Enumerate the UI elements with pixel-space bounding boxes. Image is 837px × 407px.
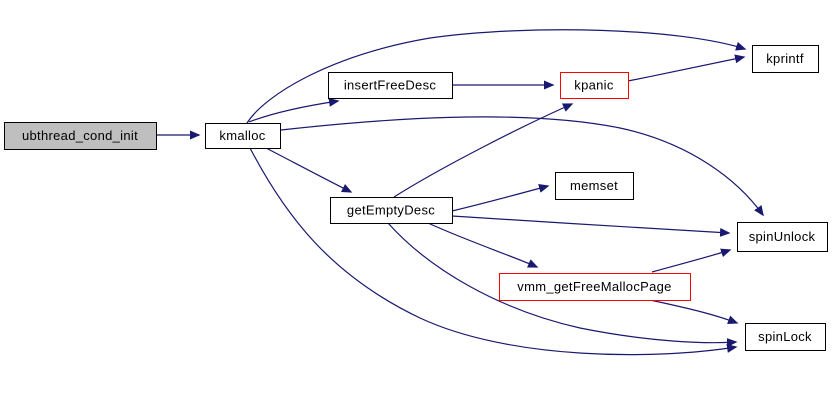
node-kpanic[interactable]: kpanic — [560, 72, 629, 99]
node-box-spinUnlock[interactable] — [737, 222, 828, 252]
node-label-getEmptyDesc: getEmptyDesc — [347, 203, 435, 218]
node-label-insertFreeDesc: insertFreeDesc — [344, 78, 437, 93]
edge-kmalloc-to-spinLock — [249, 147, 738, 356]
node-vmm_getFreeMallocPage[interactable]: vmm_getFreeMallocPage — [499, 273, 691, 301]
node-insertFreeDesc[interactable]: insertFreeDesc — [328, 72, 453, 99]
node-box-spinLock[interactable] — [745, 323, 826, 351]
node-label-ubthread_cond_init: ubthread_cond_init — [22, 128, 138, 143]
node-label-spinUnlock: spinUnlock — [749, 229, 816, 244]
node-box-vmm_getFreeMallocPage[interactable] — [499, 273, 691, 301]
edge-kmalloc-to-spinUnlock — [280, 116, 764, 217]
edge-getEmptyDesc-to-kpanic — [393, 103, 574, 198]
node-kprintf[interactable]: kprintf — [752, 45, 819, 73]
node-ubthread_cond_init[interactable]: ubthread_cond_init — [4, 122, 157, 150]
edge-kmalloc-to-kprintf — [246, 29, 747, 124]
node-spinUnlock[interactable]: spinUnlock — [737, 222, 828, 252]
node-label-vmm_getFreeMallocPage: vmm_getFreeMallocPage — [517, 279, 671, 294]
node-label-kprintf: kprintf — [766, 51, 804, 66]
edge-kmalloc-to-getEmptyDesc — [265, 147, 353, 193]
node-box-insertFreeDesc[interactable] — [328, 72, 453, 99]
edge-getEmptyDesc-to-spinUnlock — [451, 215, 731, 237]
edge-getEmptyDesc-to-spinLock — [387, 222, 738, 348]
node-box-kprintf[interactable] — [752, 45, 819, 73]
edge-getEmptyDesc-to-vmm_getFreeMallocPage — [427, 222, 539, 268]
node-label-kmalloc: kmalloc — [219, 128, 265, 143]
node-kmalloc[interactable]: kmalloc — [205, 123, 281, 149]
node-getEmptyDesc[interactable]: getEmptyDesc — [330, 197, 453, 224]
edge-vmm_getFreeMallocPage-to-spinUnlock — [651, 248, 732, 273]
node-spinLock[interactable]: spinLock — [745, 323, 826, 351]
node-label-memset: memset — [570, 178, 618, 193]
edge-kmalloc-to-insertFreeDesc — [248, 97, 340, 123]
node-box-kmalloc[interactable] — [205, 123, 281, 149]
node-box-getEmptyDesc[interactable] — [330, 197, 453, 224]
node-box-memset[interactable] — [555, 172, 634, 200]
node-memset[interactable]: memset — [555, 172, 634, 200]
node-label-spinLock: spinLock — [758, 329, 812, 344]
node-box-kpanic[interactable] — [560, 72, 629, 99]
edge-kpanic-to-kprintf — [627, 54, 746, 82]
node-label-kpanic: kpanic — [574, 78, 614, 93]
edge-getEmptyDesc-to-memset — [451, 184, 550, 212]
edge-vmm_getFreeMallocPage-to-spinLock — [649, 299, 739, 325]
node-box-ubthread_cond_init[interactable] — [4, 122, 157, 150]
